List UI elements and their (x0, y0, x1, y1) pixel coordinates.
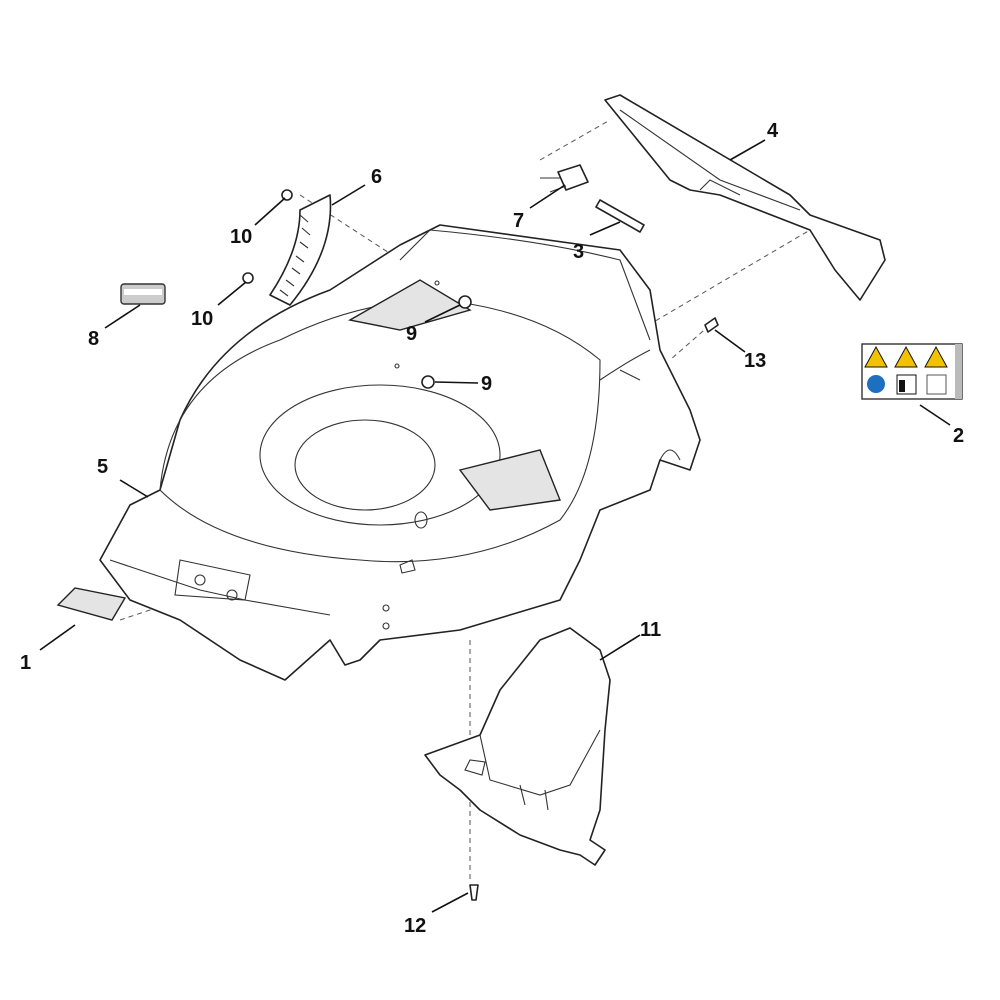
callout-10: 10 (230, 226, 252, 248)
callout-1: 1 (20, 652, 31, 674)
callout-3: 3 (573, 241, 584, 263)
rear-flap-part-4[interactable] (604, 94, 886, 301)
callout-12: 12 (404, 915, 426, 937)
discharge-chute-part-11[interactable] (424, 627, 611, 866)
callout-13: 13 (744, 350, 766, 372)
callout-11: 11 (640, 619, 661, 641)
callout-6: 6 (371, 166, 382, 188)
callout-9: 9 (406, 323, 417, 345)
screw-part-12[interactable] (469, 884, 479, 901)
callout-10: 10 (191, 308, 213, 330)
callout-5: 5 (97, 456, 108, 478)
warning-label-part-2[interactable] (861, 343, 963, 400)
label-sticker-part-1[interactable] (56, 587, 127, 621)
callout-8: 8 (88, 328, 99, 350)
pin-part-9[interactable] (394, 280, 472, 389)
brand-label-part-8[interactable] (120, 283, 166, 305)
axle-pin-part-3[interactable] (595, 199, 645, 233)
height-scale-part-6[interactable] (269, 194, 332, 306)
callout-4: 4 (767, 120, 779, 142)
spring-part-7[interactable] (540, 164, 589, 193)
mower-deck-part-5[interactable] (99, 224, 701, 681)
callout-leaders (39, 139, 951, 913)
screw-part-13[interactable] (704, 317, 719, 333)
callout-2: 2 (953, 425, 964, 447)
callout-7: 7 (513, 210, 524, 232)
callout-9: 9 (481, 373, 492, 395)
